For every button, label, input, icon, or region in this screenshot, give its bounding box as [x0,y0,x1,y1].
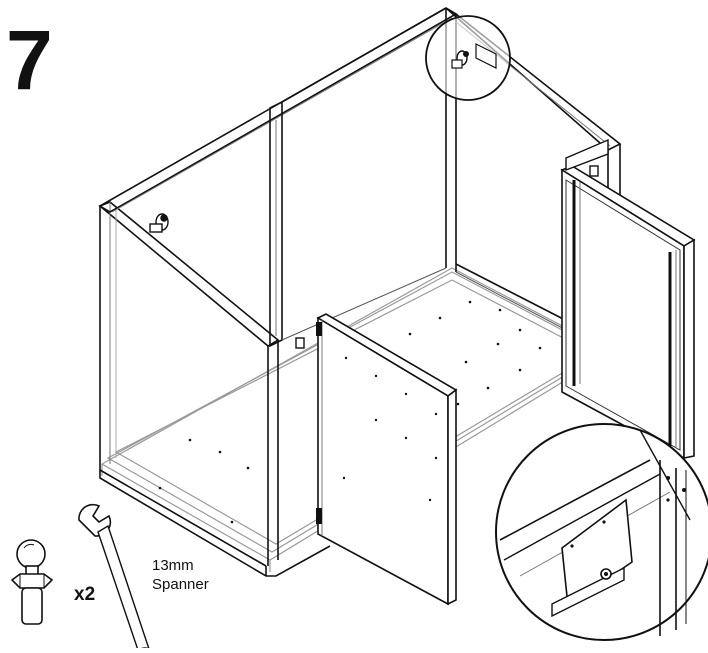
top-rail [98,7,458,213]
right-door-hinge-plates [565,138,609,177]
right-door [560,165,696,460]
step-number: 7 [6,13,53,107]
tool-size: 13mm [152,557,194,574]
cam-fitting-left [149,213,169,233]
cabinet-bottom-edge [99,469,331,577]
left-door [316,313,458,606]
left-door-hinges [295,322,322,524]
tool-name: Spanner [152,576,209,593]
door-holes [342,356,438,502]
part-quantity: x2 [74,584,96,605]
detail-magnifier [495,423,708,641]
left-side-panel [98,201,280,566]
detail-callout-top [425,15,511,101]
cam-bolt-icon [10,539,54,625]
tool-label: 13mm Spanner [152,556,209,594]
spanner-icon [78,503,155,653]
